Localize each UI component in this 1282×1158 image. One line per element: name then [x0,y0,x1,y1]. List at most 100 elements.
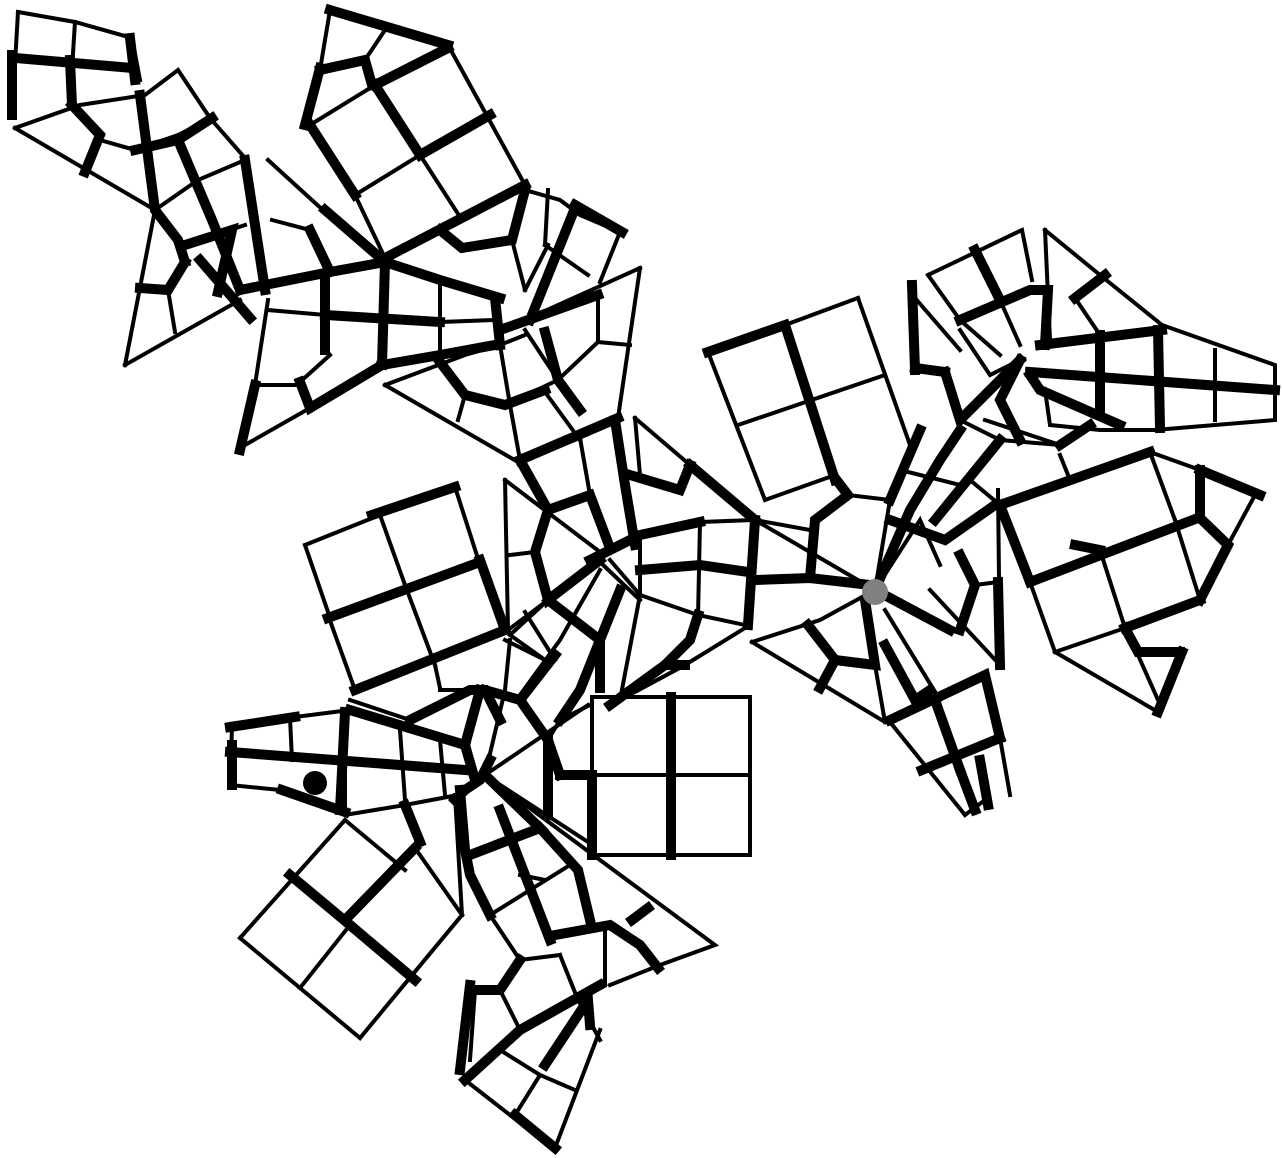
center-left-cluster [385,268,640,462]
net-edge [928,275,960,320]
upper-right-cluster [912,230,1275,445]
net-edge [1000,300,1020,345]
net-edge [490,865,570,915]
gray-dot-marker [862,579,888,605]
net-edge [875,665,885,722]
net-edge [500,295,598,330]
net-edge [1175,520,1200,600]
net-edge [1200,470,1260,495]
net-edge [1138,655,1158,700]
net-edge [480,560,505,630]
net-edge [268,310,325,315]
net-edge [632,908,648,920]
net-edge [505,480,600,552]
bottom-left-square [240,820,462,1038]
net-edge [765,475,835,500]
net-edge [458,395,465,420]
net-edge [305,545,328,612]
net-edge [512,240,525,290]
net-edge [1075,275,1105,298]
net-edge [415,848,462,915]
net-edge [1150,452,1175,520]
net-edge [980,760,988,805]
net-edge [575,205,622,232]
net-edge [310,125,355,195]
net-edge [640,565,748,572]
net-edge [1125,600,1200,628]
net-edge [330,10,448,45]
net-edge [355,630,505,690]
net-edge [305,68,320,125]
net-edge [848,495,890,500]
net-edge [140,262,185,290]
net-edge [500,1050,540,1075]
net-edge [1060,455,1070,480]
net-edge [360,915,462,1038]
net-edge [890,430,920,500]
net-edge [635,418,640,475]
net-edge [1158,330,1160,428]
net-edge [320,60,372,85]
net-edge [245,160,265,290]
black-dot-marker [303,771,327,795]
net-edge [125,300,240,365]
right-block-cluster [1000,452,1260,712]
net-edge [15,128,155,210]
net-edge [960,290,1048,345]
net-edge [230,717,295,727]
net-edge [690,465,755,520]
net-edge [310,230,330,272]
net-edge [310,85,375,125]
net-edge [400,730,405,800]
net-edge [372,487,455,515]
net-edge [240,262,500,298]
net-edge [545,190,548,245]
net-edge [70,60,72,105]
net-edge [290,718,292,760]
net-edge [440,320,495,322]
net-edge [1000,452,1150,505]
net-edge [1055,628,1125,652]
net-edge [435,665,440,688]
net-edge [858,298,910,445]
net-edge [1100,550,1125,628]
net-edge [345,820,405,870]
net-edge [328,562,480,618]
net-edge [375,85,420,155]
net-edge [1158,652,1182,712]
net-edge [475,960,520,990]
net-edge [245,408,310,445]
net-edge [755,578,870,585]
net-edge [465,690,480,780]
net-edge [328,615,355,690]
net-edge [620,595,685,700]
net-edge [700,520,755,522]
net-edge [300,355,330,382]
bottom-center-square [592,697,750,855]
net-edge [350,710,465,745]
net-edge [1075,545,1100,550]
net-edge [1000,505,1030,582]
top-left-cluster [12,12,268,365]
net-edge [1030,518,1198,582]
net-edge [665,615,698,665]
net-edge [540,1075,575,1090]
net-edge [355,155,420,195]
net-edge [960,555,975,630]
net-edge [320,10,330,70]
net-edge [300,925,350,988]
net-edge [615,420,635,545]
net-edge [365,30,385,60]
net-edge [1030,582,1055,652]
net-edge [420,155,462,220]
net-edge [345,848,415,920]
net-edge [440,740,445,795]
net-edge [1200,470,1228,600]
net-edge [598,295,630,345]
net-edge [500,990,520,1030]
net-edge [495,298,500,345]
net-edge [515,1115,555,1148]
net-edge [970,480,1000,505]
